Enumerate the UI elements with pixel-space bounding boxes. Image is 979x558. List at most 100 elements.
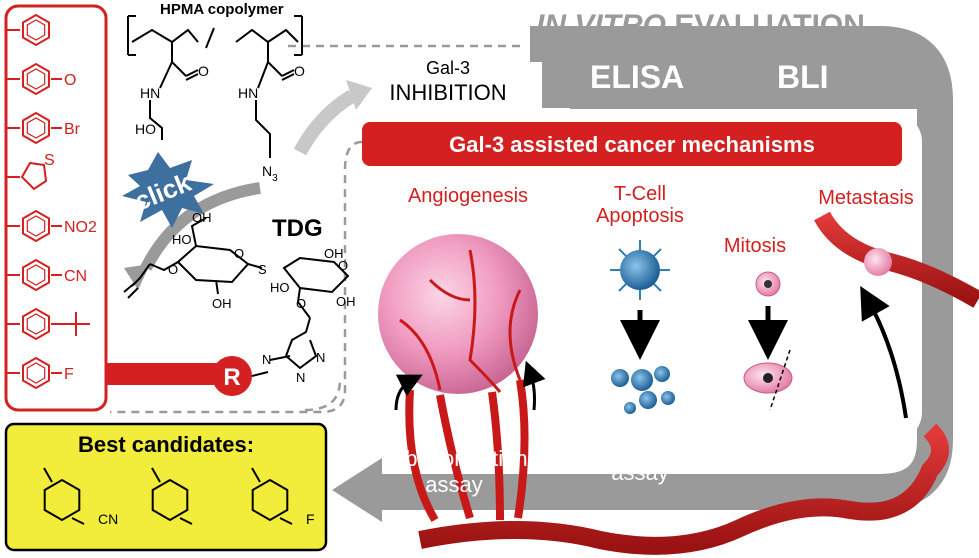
substituent-row [6,13,50,47]
substituent-row: CN [6,258,87,292]
substituent-label: S [44,152,55,169]
tube-formation-line1: Tube formation [380,446,527,471]
proliferation-line2: & scratch [774,452,866,477]
best-candidates-title: Best candidates: [78,432,254,457]
tcell-illustration [610,240,675,414]
substituent-row: NO2 [6,209,97,243]
metastasis-illustration [814,211,979,419]
candidate-cn-label: CN [98,511,118,527]
benzene-ring [22,62,50,96]
atom-o: O [168,262,178,277]
benzene-inner [26,264,46,286]
atom-hn: HN [140,85,160,101]
hpma-copolymer [127,15,303,158]
substituent-row: Br [6,111,81,145]
click-arrow [140,182,261,271]
substituent-row: S [6,152,55,191]
atom-ho: HO [172,232,192,247]
r-label: R [223,364,240,391]
tcell-label-line1: T-Cell [614,183,666,205]
click-burst [122,152,214,228]
substituent-bond [71,517,85,525]
atom-ho: HO [135,121,156,137]
benzene-ring [22,13,50,47]
benzene-inner [26,117,46,139]
thiophene-ring [20,161,48,191]
benzene-ring [22,209,50,243]
atom-o: O [338,258,348,273]
benzene-inner [26,19,46,41]
candidate-f-label: F [306,511,315,527]
substituent-panel [4,4,108,412]
bli-label: BLI [777,59,829,95]
substituent-row: O [6,62,76,96]
antiapoptotic-line1: Antiapoptotic [576,434,703,459]
benzene-ring [22,111,50,145]
candidate-ring [43,478,81,522]
atom-n: N [296,370,305,385]
atom-hn: HN [238,85,258,101]
benzene-ring [22,307,50,341]
inhibition-line2: INHIBITION [389,80,506,105]
substituent-label: Br [64,121,81,138]
atom-o: O [234,246,244,261]
atom-oh: OH [192,210,212,225]
atom-n: N [262,352,271,367]
benzene-inner [26,362,46,384]
methyl-bond [151,467,161,483]
best-candidates-box [4,422,328,552]
benzene-ring [22,258,50,292]
atom-n: N [316,350,325,365]
atom-o: O [294,63,305,79]
benzene-inner [26,313,46,335]
mechanisms-title: Gal-3 assisted cancer mechanisms [449,132,815,157]
benzene-inner [26,215,46,237]
tcell-label-line2: Apoptosis [596,205,684,227]
r-badge [212,356,252,396]
in-vitro-title: IN VITRO EVALUATION [536,9,865,42]
substituent-bond [279,517,293,525]
r-connector-bar [106,363,236,385]
substituent-bond [179,517,193,525]
inhibition-arrowhead [346,80,372,110]
atom-ho: HO [270,280,290,295]
tert-butyl-group [62,312,90,336]
angiogenesis-label: Angiogenesis [408,185,528,207]
hpma-title: HPMA copolymer [160,1,284,18]
tumor-illustration [378,234,546,523]
benzene-inner [26,68,46,90]
substituent-label: O [64,72,76,89]
tdg-title: TDG [272,215,323,242]
atom-oh: OH [212,296,232,311]
atom-o: O [198,63,209,79]
azide-label: N3 [262,163,278,184]
assay-band [542,44,922,108]
atom-s: S [258,262,267,277]
candidate-ring [251,478,289,522]
atom-oh: OH [324,246,344,261]
atom-o: O [296,296,306,311]
metastasis-label: Metastasis [818,187,914,209]
methyl-bond [251,467,261,483]
substituent-row: F [6,356,74,390]
atom-oh: OH [336,294,356,309]
elisa-label: ELISA [590,59,684,95]
substituent-label: NO2 [64,219,97,236]
benzene-ring [22,356,50,390]
frame-arrowhead [332,458,382,522]
mechanisms-header [362,122,902,166]
substituent-row [6,307,90,341]
mitosis-label: Mitosis [724,235,786,257]
methyl-bond [43,467,53,483]
antiapoptotic-line2: assay [611,460,668,485]
candidate-ring [151,478,189,522]
best-candidate-structures [43,467,293,525]
tdg-structure [123,217,350,370]
tube-formation-line2: assay [425,472,482,497]
blood-vessel [418,423,949,555]
substituent-label: F [64,366,74,383]
proliferation-line1: Proliferation [761,426,878,451]
substituent-label: CN [64,268,87,285]
